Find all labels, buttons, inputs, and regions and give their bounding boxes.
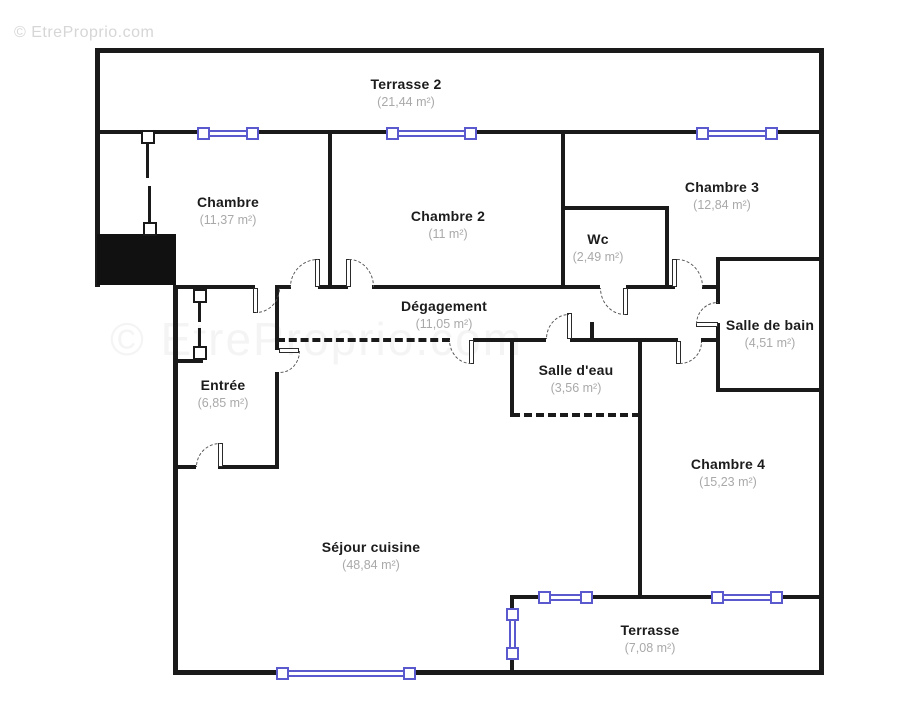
door-arc (600, 288, 625, 315)
partition-node (193, 346, 207, 360)
wall-outer-left-lower (173, 285, 178, 675)
wall-outer-left-upper (95, 48, 100, 287)
wall-chambre-chambre2 (328, 130, 332, 289)
wall-entree-right (275, 285, 279, 350)
wall-jamb (590, 322, 594, 340)
wall-wc-top (561, 206, 669, 210)
door-arc (196, 443, 220, 467)
partition-node (143, 222, 157, 236)
room-label-chambre3: Chambre 3(12,84 m²) (684, 179, 760, 212)
room-label-entree: Entrée(6,85 m²) (197, 377, 249, 410)
wall-wc-right (665, 206, 669, 289)
wall-entree-bottom (218, 465, 279, 469)
wall-corridor-top (626, 285, 675, 289)
wall-corridor-top (279, 285, 291, 289)
room-label-chambre4: Chambre 4(15,23 m²) (690, 456, 766, 489)
wall-entree-niche (176, 359, 203, 363)
partition-node (193, 289, 207, 303)
wall-sejour-chambre4 (638, 338, 642, 599)
wall-corridor-top (372, 285, 600, 289)
wall-corridor-bottom (701, 338, 718, 342)
wall-entree-bottom (176, 465, 196, 469)
room-label-chambre2: Chambre 2(11 m²) (410, 208, 486, 241)
room-label-terrasse2: Terrasse 2(21,44 m²) (370, 76, 442, 109)
partition-line (148, 186, 151, 226)
wall-sdb-left-upper (716, 257, 720, 304)
wall-terrasse-top (510, 595, 824, 599)
wall-sdb-top (716, 257, 824, 261)
watermark-text: © EtreProprio.com (14, 24, 155, 41)
door-arc (290, 259, 318, 287)
room-label-chambre: Chambre(11,37 m²) (196, 194, 260, 227)
wall-corridor-bottom (570, 338, 678, 342)
wall-corridor-top (702, 285, 718, 289)
wall-corridor-top (318, 285, 348, 289)
window (504, 608, 520, 660)
partition-line (198, 302, 201, 322)
door-arc (677, 259, 703, 287)
wall-entree-right (275, 372, 279, 469)
wall-corridor-bottom-dashed (277, 338, 450, 342)
wall-salledeau-left (510, 338, 514, 417)
wall-salledeau-bottom-dashed (512, 413, 640, 417)
wall-outer-top (95, 48, 824, 53)
door-arc (546, 314, 569, 339)
room-label-salledeau: Salle d'eau(3,56 m²) (538, 362, 614, 395)
window (276, 665, 416, 681)
wall-outer-bottom (173, 670, 824, 675)
door-arc (349, 259, 374, 287)
wall-sdb-left-lower (716, 323, 720, 392)
room-label-terrasse: Terrasse(7,08 m²) (620, 622, 680, 655)
room-label-degagement: Dégagement(11,05 m²) (400, 298, 488, 331)
partition-line (198, 328, 201, 349)
window (696, 125, 778, 141)
partition-node (141, 130, 155, 144)
door-arc (696, 302, 718, 324)
room-label-sejour: Séjour cuisine(48,84 m²) (321, 539, 421, 572)
door-arc (680, 342, 702, 364)
partition-line (146, 140, 149, 178)
window (711, 589, 783, 605)
window (386, 125, 477, 141)
window (197, 125, 259, 141)
window (538, 589, 593, 605)
wall-sdb-bottom (716, 388, 824, 392)
wall-corridor-top (176, 285, 255, 289)
room-label-salledebain: Salle de bain(4,51 m²) (725, 317, 815, 350)
room-label-wc: Wc(2,49 m²) (572, 231, 624, 264)
door-arc (280, 351, 300, 373)
wall-corridor-bottom (473, 338, 546, 342)
chimney-block (97, 234, 176, 285)
wall-outer-right (819, 48, 824, 675)
